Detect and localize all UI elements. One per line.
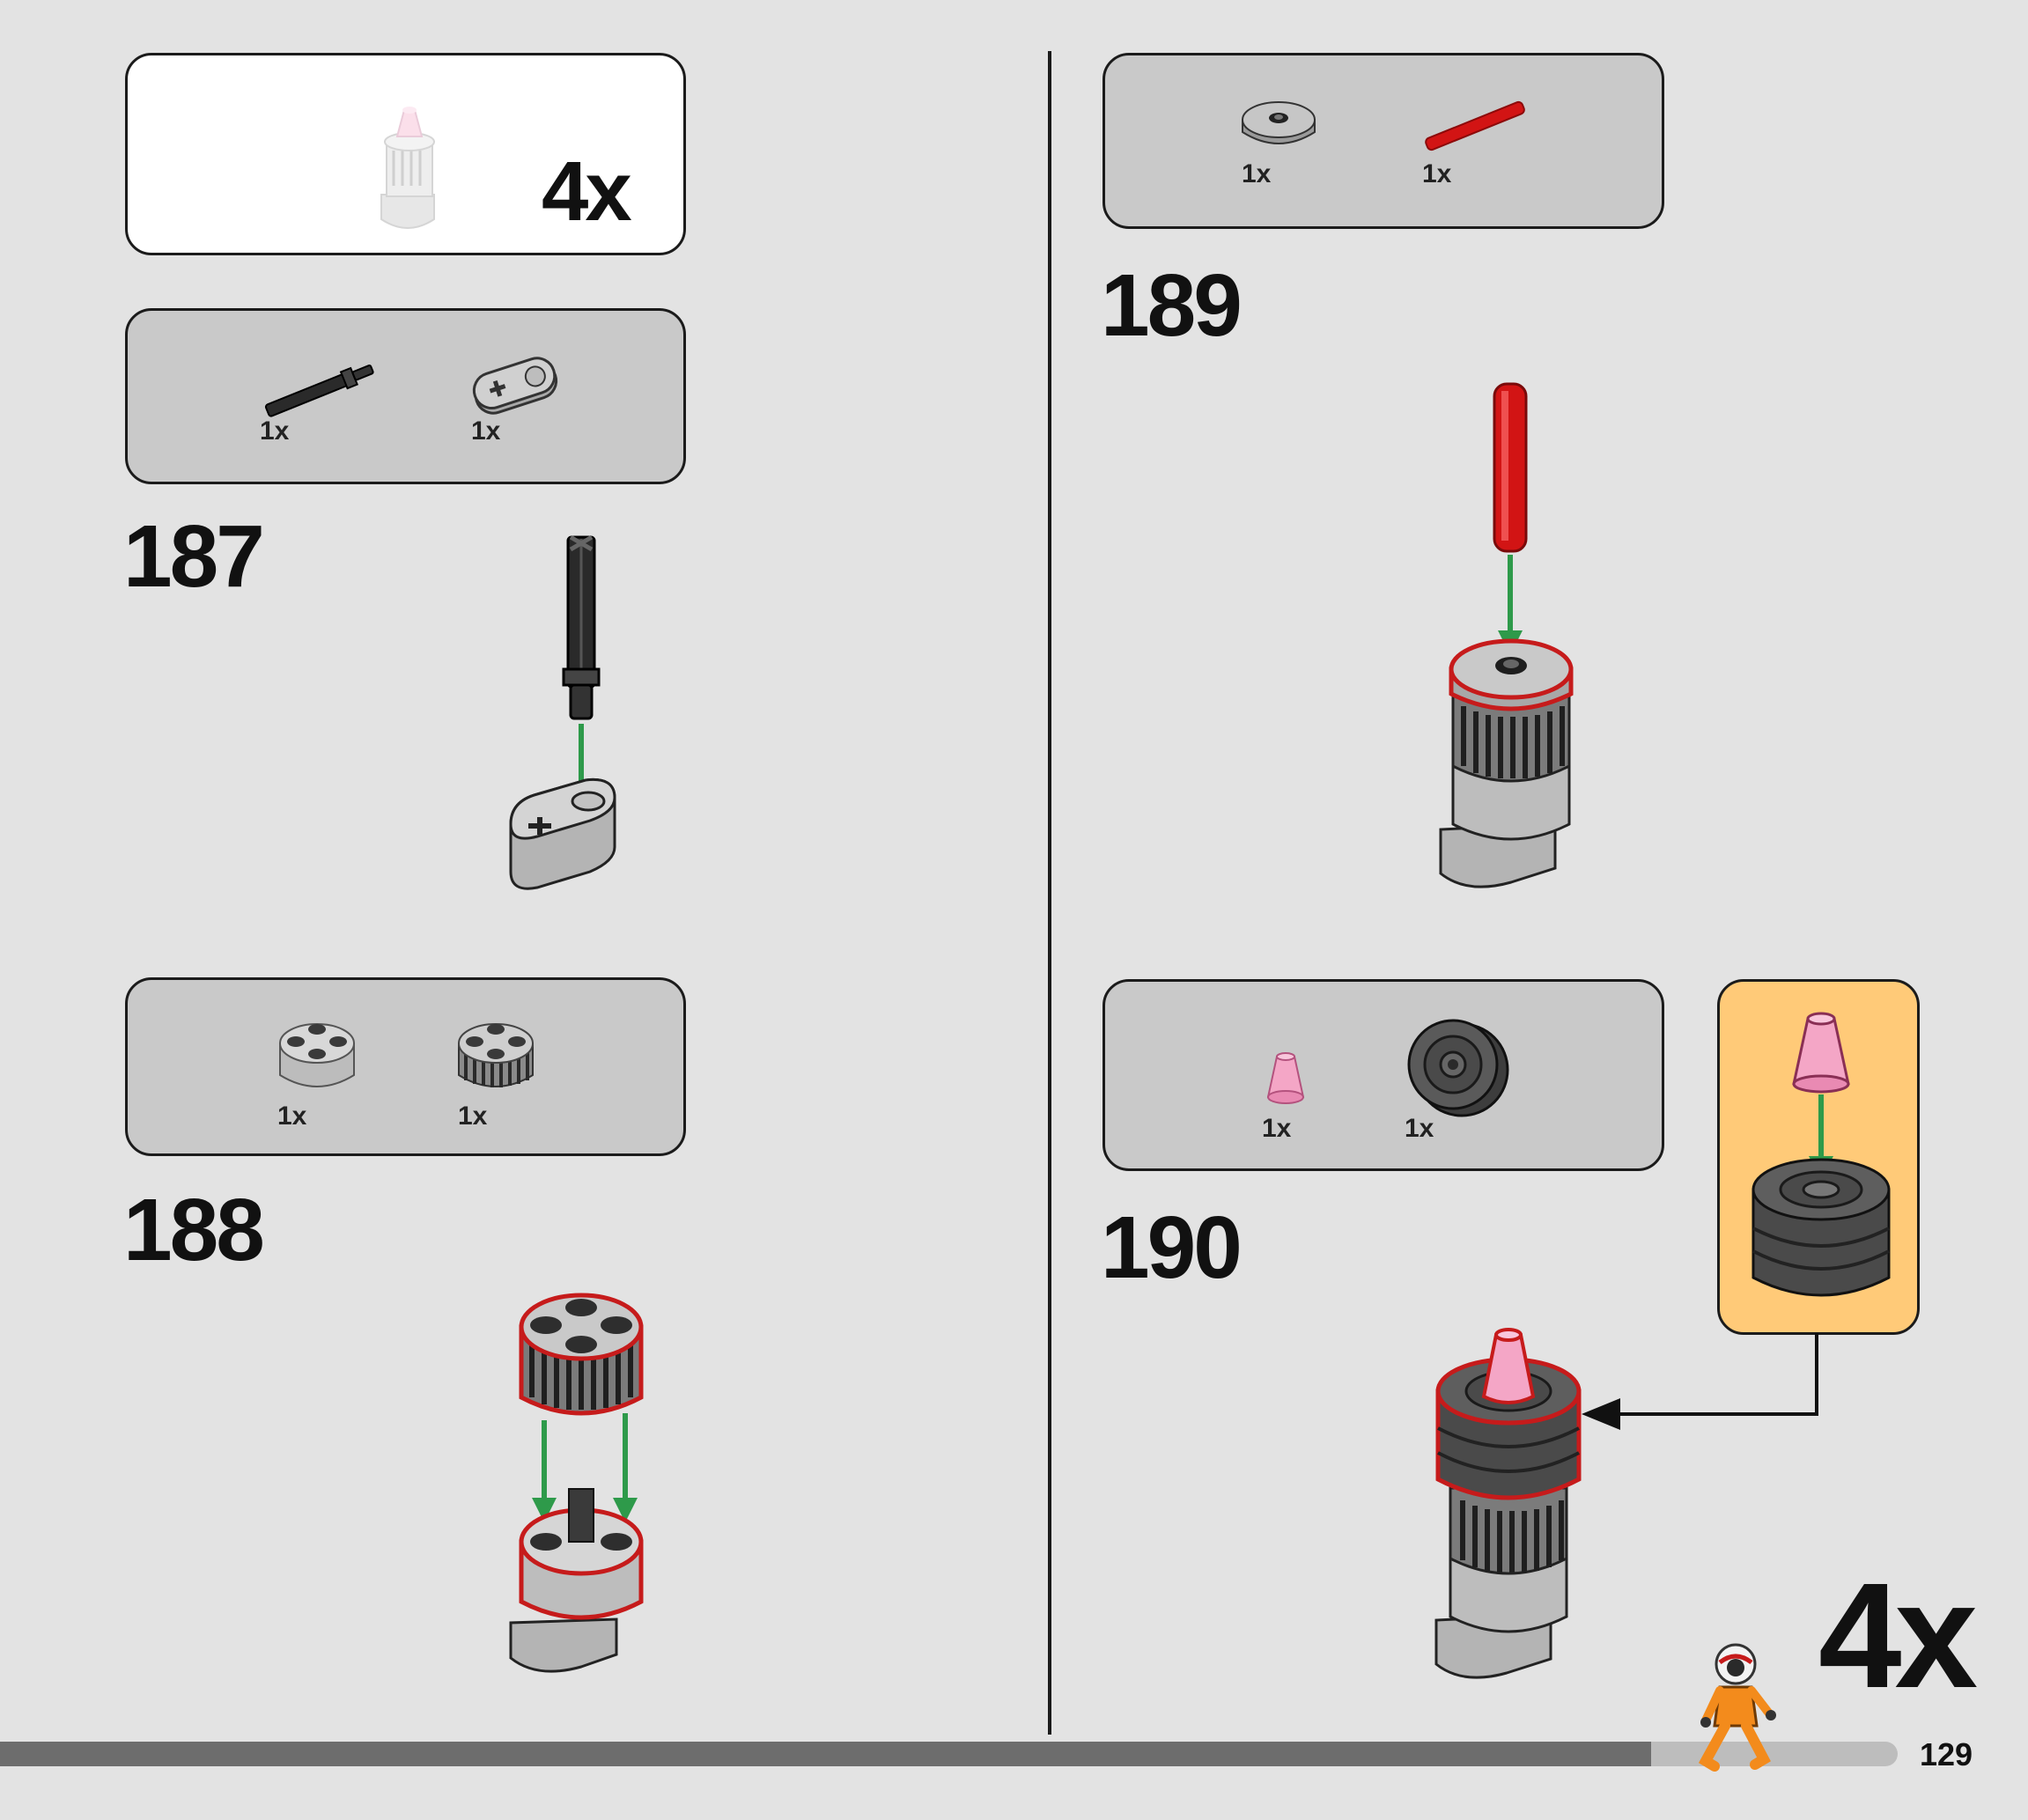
step-188-parts-callout: 1x 1x <box>125 977 686 1156</box>
part-qty: 1x <box>277 1102 307 1131</box>
step-190-illustration <box>1434 1328 1582 1679</box>
subassembly-callout: 4x <box>125 53 686 255</box>
part-qty: 1x <box>1262 1114 1292 1143</box>
pink-cone-icon <box>1266 1052 1305 1104</box>
step-190-substep-callout <box>1717 979 1920 1335</box>
progress-fill <box>0 1742 1651 1766</box>
round-brick-2x2-icon <box>279 1023 355 1087</box>
subassembly-multiplier: 4x <box>542 144 632 239</box>
step-number-187: 187 <box>123 507 265 606</box>
part-qty: 1x <box>260 416 290 446</box>
part-qty: 1x <box>458 1102 488 1131</box>
beam-2-icon <box>472 357 558 415</box>
axle-with-stop-icon <box>264 364 374 417</box>
page-number: 129 <box>1920 1736 1973 1772</box>
column-divider <box>1048 51 1051 1735</box>
part-qty: 1x <box>1242 159 1272 188</box>
wheel-hub-icon <box>1407 1019 1509 1117</box>
step-188-illustration <box>509 1293 644 1673</box>
part-qty: 1x <box>1422 159 1452 188</box>
faded-subassembly-icon <box>380 107 435 229</box>
red-axle-icon <box>1425 100 1525 151</box>
part-qty: 1x <box>1405 1114 1434 1143</box>
step-number-188: 188 <box>123 1181 265 1279</box>
round-tile-2x2-icon <box>1242 101 1316 144</box>
progress-bar <box>0 1742 1898 1766</box>
round-brick-2x2-grille-icon <box>458 1023 534 1087</box>
minifigure-progress-marker-icon <box>1698 1643 1776 1772</box>
part-qty: 1x <box>471 416 501 446</box>
step-number-190: 190 <box>1101 1198 1243 1297</box>
step-187-parts-callout: 1x 1x <box>125 308 686 484</box>
cone-into-wheel-illustration <box>1751 1012 1891 1297</box>
step-189-parts-callout: 1x 1x <box>1102 53 1664 229</box>
step-189-illustration <box>1439 382 1574 888</box>
step-187-illustration <box>509 534 616 890</box>
step-190-parts-callout: 1x 1x <box>1102 979 1664 1171</box>
placement-arrow <box>1582 1333 1818 1430</box>
step-number-189: 189 <box>1101 256 1243 355</box>
repeat-multiplier: 4x <box>1818 1552 1978 1720</box>
